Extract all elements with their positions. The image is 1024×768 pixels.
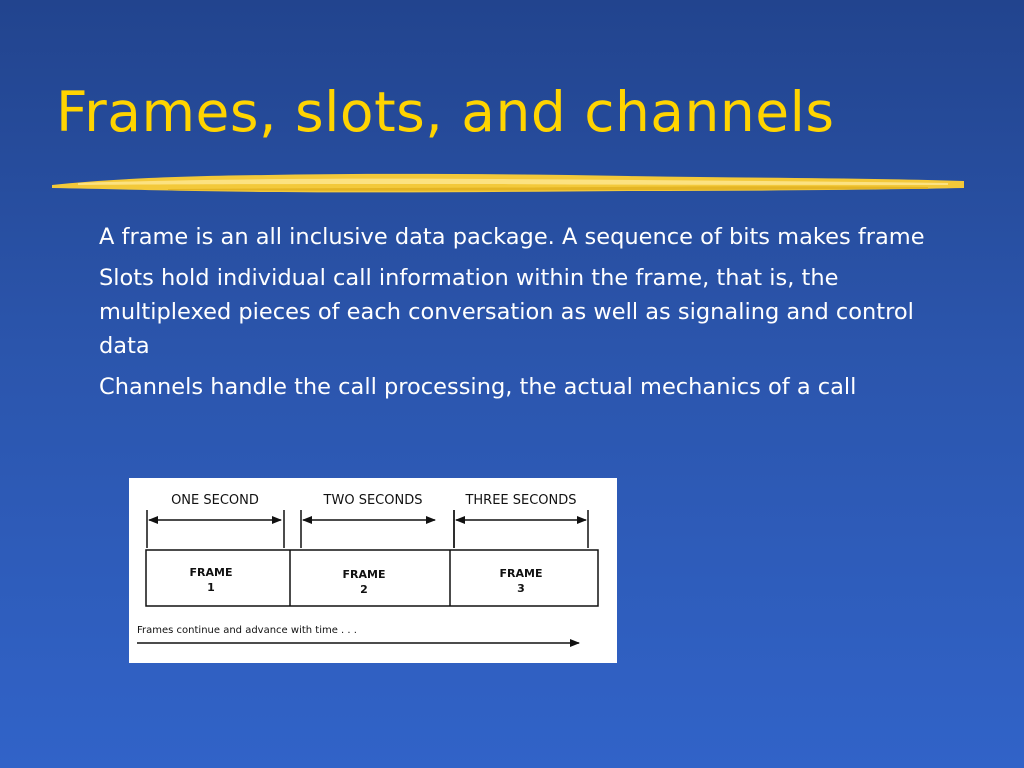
frame-2-label: FRAME xyxy=(343,568,386,581)
frame-timeline-diagram: ONE SECOND TWO SECONDS THREE SECONDS FRA… xyxy=(129,478,617,663)
bullet-frame-definition: A frame is an all inclusive data package… xyxy=(99,224,925,250)
title-underline-brushstroke xyxy=(52,173,964,193)
bullet-slots-definition: Slots hold individual call information w… xyxy=(99,265,914,359)
frame-2-number: 2 xyxy=(360,583,368,596)
slide-title: Frames, slots, and channels xyxy=(56,80,835,144)
frame-3-label: FRAME xyxy=(500,567,543,580)
duration-label-two-seconds: TWO SECONDS xyxy=(323,493,423,508)
bullet-channels-definition: Channels handle the call processing, the… xyxy=(99,374,857,400)
frame-row-outline xyxy=(145,549,599,607)
frame-1-label: FRAME xyxy=(190,566,233,579)
frame-1-number: 1 xyxy=(207,581,215,594)
bullet-list: A frame is an all inclusive data package… xyxy=(99,220,959,411)
time-caption: Frames continue and advance with time . … xyxy=(137,625,357,636)
frame-3-number: 3 xyxy=(517,582,525,595)
duration-tick-marks xyxy=(146,510,589,548)
duration-label-one-second: ONE SECOND xyxy=(171,493,259,508)
duration-label-three-seconds: THREE SECONDS xyxy=(464,493,576,508)
